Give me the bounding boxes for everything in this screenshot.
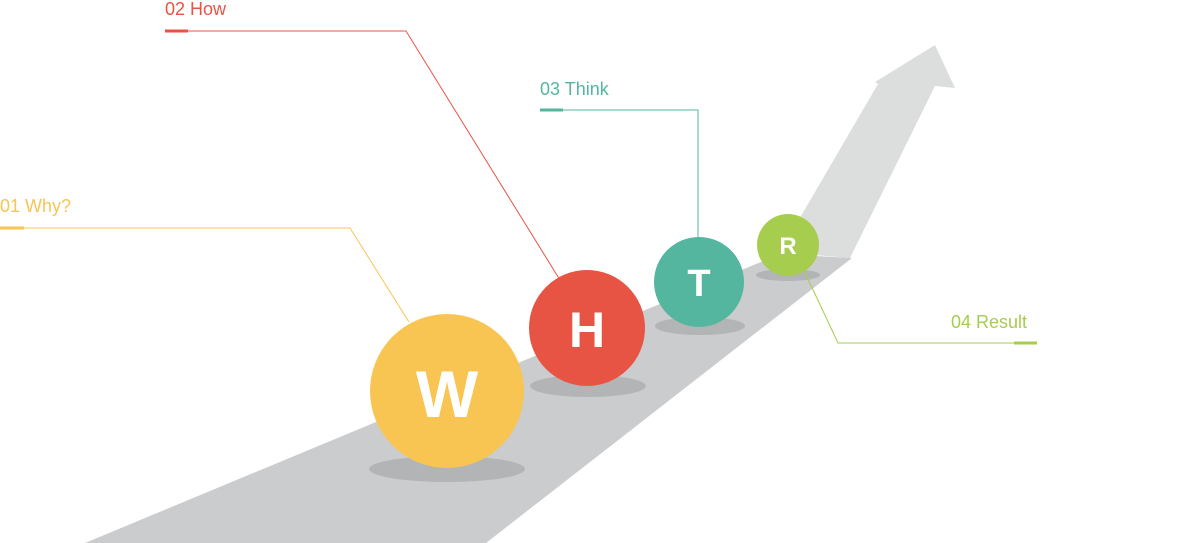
step-label-why: 01 Why?: [0, 196, 72, 216]
connector-why: [0, 227, 410, 323]
ball-result: R: [757, 214, 819, 276]
ball-think: T: [654, 237, 744, 327]
shadow-how: [530, 375, 646, 397]
connector-think: [540, 109, 699, 238]
connector-how: [165, 30, 561, 281]
ball-letter-think: T: [687, 263, 710, 305]
step-label-result: 04 Result: [951, 312, 1028, 332]
shadow-why: [369, 456, 525, 482]
connector-result: [799, 261, 1037, 344]
step-label-how: 02 How: [165, 0, 227, 19]
step-label-think: 03 Think: [540, 79, 609, 99]
ball-letter-why: W: [416, 357, 479, 431]
ball-why: W: [370, 314, 524, 468]
ball-how: H: [529, 270, 645, 386]
growth-arrow: [780, 45, 955, 258]
ball-letter-how: H: [569, 302, 605, 358]
ball-letter-result: R: [779, 233, 796, 260]
